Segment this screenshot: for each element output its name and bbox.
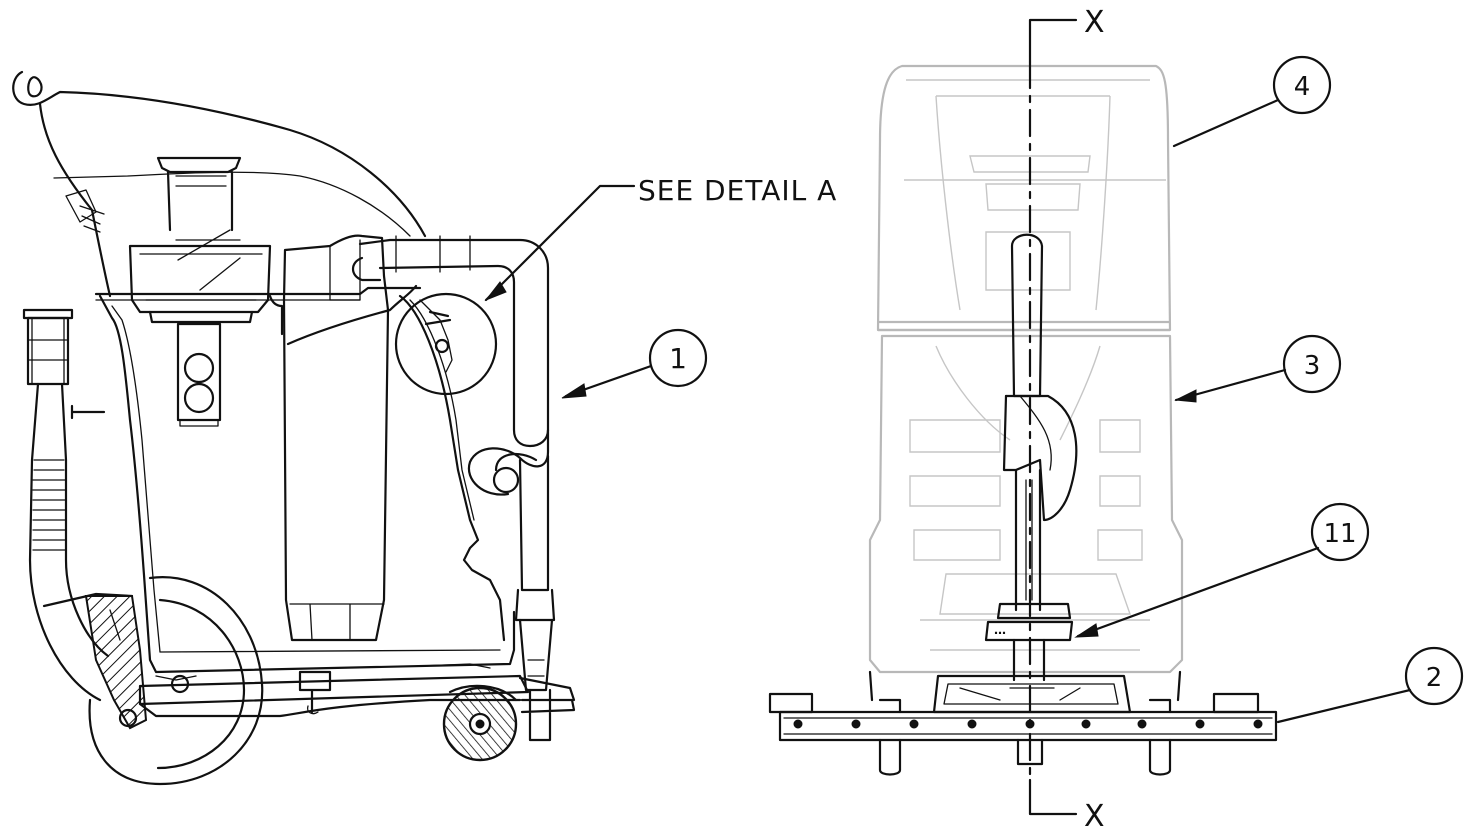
lower-housing xyxy=(868,334,1184,674)
motor-base xyxy=(932,674,1132,714)
vacuum-pipe xyxy=(1010,233,1044,398)
callout-2: 2 xyxy=(1276,646,1464,724)
float-block xyxy=(176,322,222,422)
filter-cap xyxy=(156,156,242,174)
squeegee-bolts xyxy=(793,719,1263,729)
callout-1: 1 xyxy=(561,328,708,399)
handle-cover xyxy=(12,70,427,238)
rear-view: ⋯ xyxy=(768,64,1278,776)
callout-detail-a: SEE DETAIL A xyxy=(484,174,837,302)
detail-a-circle xyxy=(394,292,498,396)
callout-11-number: 11 xyxy=(1323,519,1356,549)
detail-note-text: SEE DETAIL A xyxy=(638,174,837,207)
section-line-x: X X xyxy=(1028,5,1105,831)
svg-text:⋯: ⋯ xyxy=(994,626,1006,640)
solution-bag xyxy=(282,234,390,642)
callout-4: 4 xyxy=(1172,55,1332,148)
callout-1-number: 1 xyxy=(669,342,687,375)
rear-wheel xyxy=(88,576,264,786)
recovery-tank xyxy=(98,294,516,674)
squeegee-bar xyxy=(778,710,1278,742)
callout-3: 3 xyxy=(1174,334,1342,403)
wheel-block-hatched xyxy=(84,595,148,730)
callout-4-number: 4 xyxy=(1294,72,1311,102)
callout-3-number: 3 xyxy=(1304,351,1321,381)
chassis-frame xyxy=(138,674,530,706)
hose-clamp xyxy=(996,602,1072,620)
callout-11: 11 xyxy=(1074,502,1370,638)
drain-hose xyxy=(28,382,102,702)
side-view xyxy=(12,70,576,786)
section-label-bottom: X xyxy=(1084,799,1105,831)
callout-2-number: 2 xyxy=(1426,663,1443,693)
section-label-top: X xyxy=(1084,5,1105,40)
squeegee-hose xyxy=(467,428,550,496)
